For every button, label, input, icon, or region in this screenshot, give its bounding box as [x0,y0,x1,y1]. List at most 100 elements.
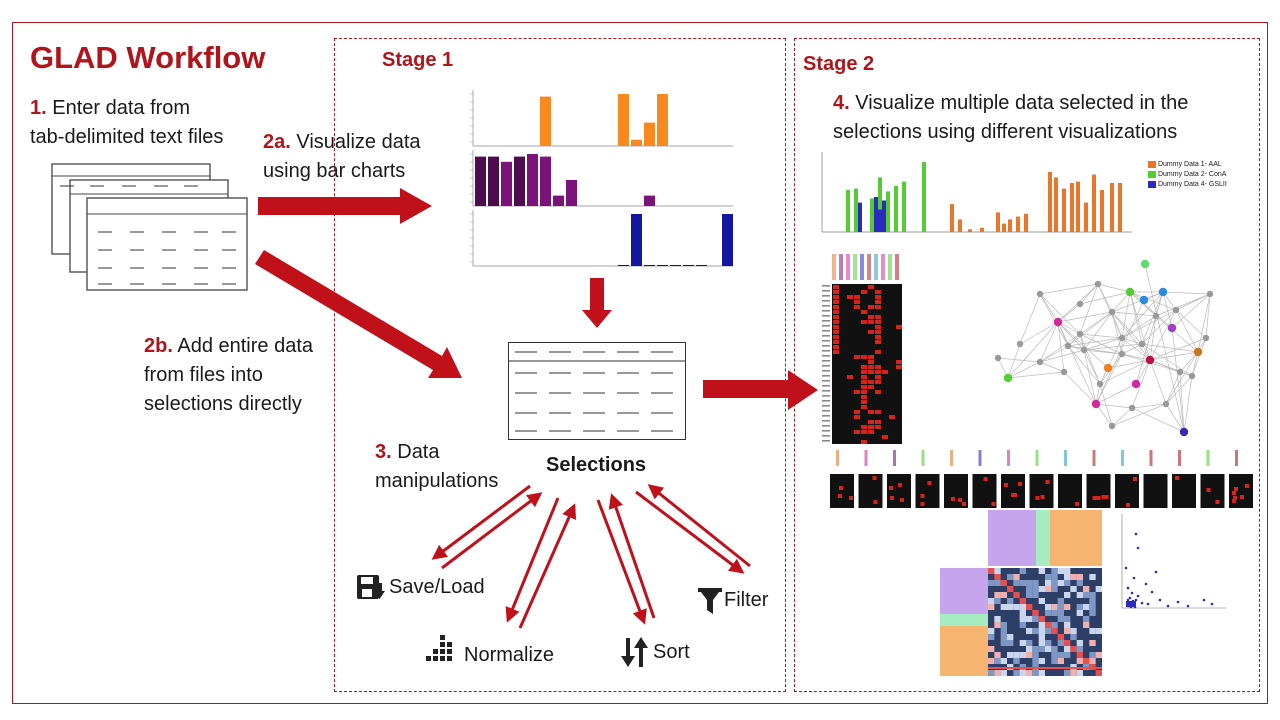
network-edge [1121,291,1131,339]
heatmap-cell [875,380,881,384]
bar [644,195,655,206]
network-node [1060,368,1068,376]
network-node [1188,372,1196,380]
arrow-normalize-to [505,497,560,623]
matrix-cell [1019,610,1026,616]
bar [996,212,1000,232]
bar [1062,188,1066,232]
network-edge [1162,291,1211,295]
row-label [822,310,830,312]
matrix-cell [1076,610,1083,616]
matrix-cell [1070,574,1077,580]
matrix-cell [1070,586,1077,592]
matrix-cell [988,568,995,574]
strip-hit [1245,484,1249,488]
row-label [822,315,830,317]
step4-line2: selections using different visualization… [833,121,1178,143]
strip-cell [1001,474,1025,508]
heatmap-cell [875,340,881,344]
legend-label: Dummy Data 2- ConA [1157,171,1227,178]
matrix-cell [1089,592,1096,598]
network-edge [1111,311,1157,317]
save-load-label[interactable]: Save/Load [389,576,485,598]
arrow-to-barcharts [258,188,432,224]
scatter-point [1158,598,1162,602]
matrix-cell [988,580,995,586]
normalize-icon[interactable] [424,634,456,666]
matrix-cell [1026,580,1033,586]
bar [696,264,707,266]
heatmap-cell [875,390,881,394]
matrix-cell [1026,652,1033,658]
row-label [822,380,830,382]
strip-hit [1101,495,1106,499]
filter-icon[interactable] [696,586,724,616]
bar [1076,181,1080,232]
matrix-cell [1032,580,1039,586]
stage2-heatmap-strip [830,450,1253,508]
save-load-icon[interactable] [356,573,386,603]
heatmap-cell [868,285,874,289]
matrix-cell [1007,574,1014,580]
matrix-cell [1064,568,1071,574]
network-edge [1099,383,1113,427]
chart-legend: Dummy Data 1- AAL Dummy Data 2- ConA Dum… [1148,160,1227,190]
sort-label[interactable]: Sort [653,641,690,663]
heatmap-cell [854,415,860,419]
network-edge [997,357,1041,363]
column-label [874,254,878,280]
matrix-cell [1019,616,1026,622]
bar [657,264,668,266]
page-title: GLAD Workflow [30,40,266,75]
network-edge [1135,359,1151,385]
matrix-cell [988,598,995,604]
network-node [1167,323,1177,333]
matrix-cell [1019,598,1026,604]
heatmap-cell [875,410,881,414]
strip-label [1206,450,1210,466]
matrix-cell [1032,616,1039,622]
stage2-heatmap [822,254,902,444]
step2a-number: 2a. [263,131,291,153]
matrix-cell [988,604,995,610]
network-node [1140,259,1150,269]
matrix-cell [1013,658,1020,664]
matrix-cell [1007,640,1014,646]
scatter-point [1134,598,1138,602]
strip-hit [1234,487,1238,491]
strip-hit [873,500,878,504]
matrix-cell [1064,574,1071,580]
network-edge [1162,291,1173,329]
matrix-cell [1013,574,1020,580]
heatmap-cell [833,350,839,354]
bar [886,191,890,232]
sort-icon[interactable] [621,636,651,668]
heatmap-cell [833,310,839,314]
normalize-label[interactable]: Normalize [464,644,555,666]
bar [1002,223,1006,232]
step4-text: 4. Visualize multiple data selected in t… [833,89,1188,147]
bar [1048,171,1052,232]
bar [950,204,954,232]
bar [870,198,874,232]
network-node [1202,334,1210,342]
filter-label[interactable]: Filter [724,589,769,611]
heatmap-cell [833,325,839,329]
network-node [1091,399,1101,409]
strip-hit [1175,476,1179,480]
matrix-cell [1026,670,1033,676]
strip-hit [1215,500,1220,504]
selections-table[interactable] [508,342,686,440]
network-edge [1083,349,1097,405]
network-node [1179,427,1189,437]
strip-cell [858,474,883,508]
step2b-line2: from files into [144,364,263,386]
network-node [1131,379,1141,389]
step2b-text: 2b. Add entire data from files into sele… [144,332,313,419]
strip-hit [890,496,894,500]
matrix-cell [1038,628,1045,634]
heatmap-cell [875,370,881,374]
matrix-cell [1007,586,1014,592]
step2b-line3: selections directly [144,393,302,415]
matrix-cell [1051,652,1058,658]
